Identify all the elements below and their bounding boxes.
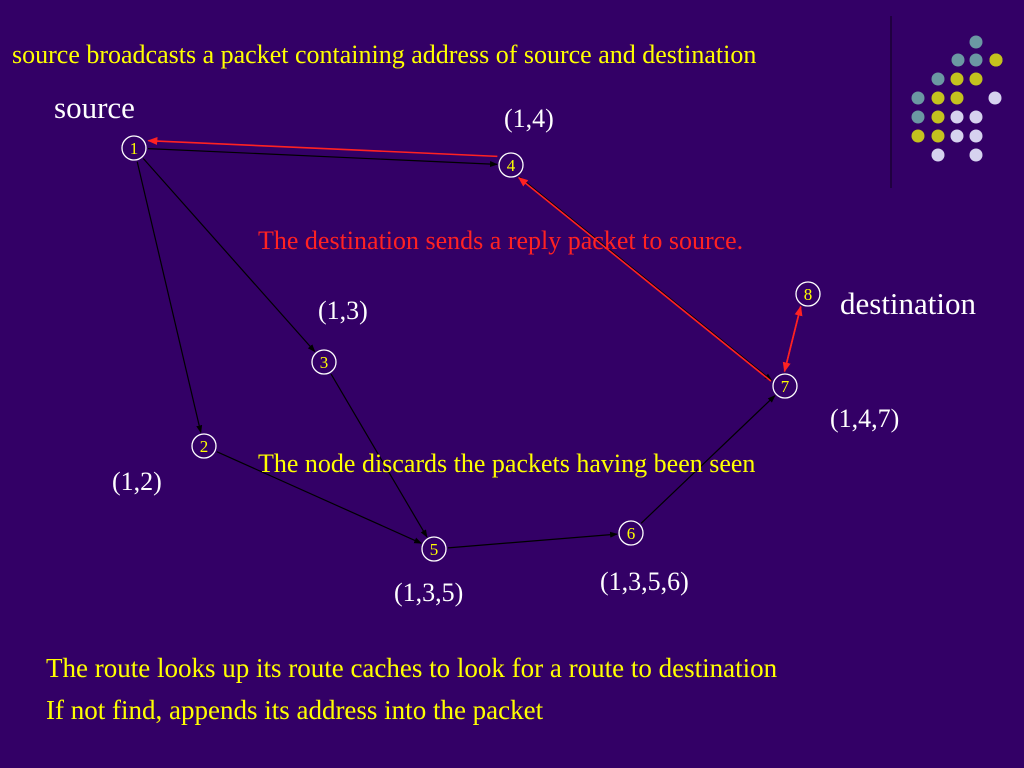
discard-annotation: The node discards the packets having bee…	[258, 449, 756, 478]
node-label: 6	[627, 524, 636, 543]
edge-broadcast-4-to-7	[519, 176, 773, 381]
node-5: 5	[421, 536, 447, 562]
decorative-dot	[911, 129, 925, 143]
destination-label: destination	[840, 286, 977, 321]
node-circle	[191, 433, 217, 459]
node-8: 8	[795, 281, 821, 307]
nodes: 1 2 3 4 5 6 7 8	[121, 135, 821, 562]
decorative-dot	[931, 72, 945, 86]
edge-broadcast-3-to-5	[330, 373, 428, 538]
route-record-node-4: (1,4)	[504, 104, 554, 133]
node-circle	[772, 373, 798, 399]
edge-broadcast-6-to-7	[640, 394, 776, 524]
route-record-node-2: (1,2)	[112, 467, 162, 496]
node-circle	[421, 536, 447, 562]
route-record-node-7: (1,4,7)	[830, 404, 900, 433]
decorative-dot	[950, 72, 964, 86]
decorative-dot	[969, 110, 983, 124]
decorative-dot	[969, 72, 983, 86]
decorative-dot	[969, 148, 983, 162]
node-3: 3	[311, 349, 337, 375]
edge-broadcast-5-to-6	[447, 531, 619, 549]
reply-annotation: The destination sends a reply packet to …	[258, 226, 744, 255]
edge-broadcast-1-to-2	[136, 161, 203, 434]
route-record-node-3: (1,3)	[318, 296, 368, 325]
decorative-dot	[969, 129, 983, 143]
node-circle	[311, 349, 337, 375]
decorative-dot	[950, 129, 964, 143]
edge-reply-4-to-1	[147, 137, 498, 158]
decorative-dot	[931, 129, 945, 143]
decorative-dot	[931, 91, 945, 105]
decorative-dot	[988, 91, 1002, 105]
edge-reply-7-to-4	[517, 177, 772, 382]
bottom-text-line-1: The route looks up its route caches to l…	[46, 653, 778, 683]
decorative-dot	[951, 53, 965, 67]
source-label: source	[54, 90, 135, 125]
edge-broadcast-1-to-4	[147, 148, 499, 168]
decorative-dot	[911, 110, 925, 124]
decorative-dot	[950, 110, 964, 124]
node-circle	[121, 135, 147, 161]
node-1: 1	[121, 135, 147, 161]
node-label: 2	[200, 437, 209, 456]
node-circle	[618, 520, 644, 546]
node-7: 7	[772, 373, 798, 399]
node-6: 6	[618, 520, 644, 546]
decorative-dot	[989, 53, 1003, 67]
node-circle	[795, 281, 821, 307]
edge-broadcast-2-to-5	[216, 451, 423, 544]
node-circle	[498, 152, 524, 178]
edges	[136, 137, 803, 549]
edge-reply-8-to-7	[782, 306, 802, 373]
route-record-node-6: (1,3,5,6)	[600, 567, 689, 596]
node-label: 5	[430, 540, 439, 559]
edge-broadcast-1-to-3	[142, 158, 316, 353]
node-label: 8	[804, 285, 813, 304]
slide-title: source broadcasts a packet containing ad…	[12, 40, 757, 69]
bottom-text-line-2: If not find, appends its address into th…	[46, 695, 544, 725]
decorative-dot	[931, 110, 945, 124]
decorative-dot	[969, 53, 983, 67]
node-2: 2	[191, 433, 217, 459]
decorative-dot	[931, 148, 945, 162]
node-label: 3	[320, 353, 329, 372]
node-label: 1	[130, 139, 139, 158]
decorative-dot-grid	[911, 35, 1003, 162]
node-label: 4	[507, 156, 516, 175]
decorative-dot	[911, 91, 925, 105]
decorative-dot	[969, 35, 983, 49]
node-label: 7	[781, 377, 790, 396]
decorative-dot	[950, 91, 964, 105]
route-record-node-5: (1,3,5)	[394, 578, 464, 607]
node-4: 4	[498, 152, 524, 178]
